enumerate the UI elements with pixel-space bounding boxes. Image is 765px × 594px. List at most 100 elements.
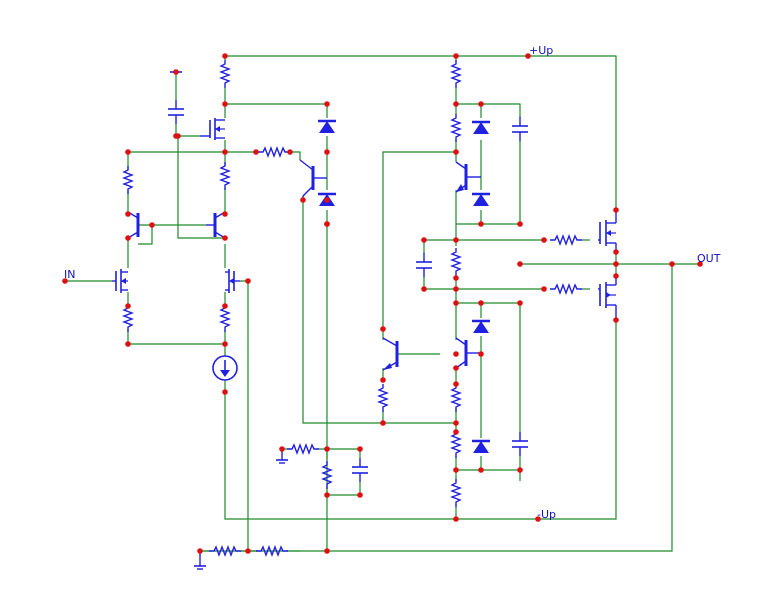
junction-node (535, 516, 541, 522)
resistor-r3 (220, 59, 230, 89)
capacitor-c4 (511, 431, 529, 457)
junction-node (525, 53, 531, 59)
junction-node (300, 197, 306, 203)
bjt-mirror-right (206, 211, 226, 239)
junction-node (125, 235, 131, 241)
junction-node (453, 53, 459, 59)
junction-node (453, 149, 459, 155)
bjt-driver-lower (455, 337, 481, 369)
resistor-r4 (220, 161, 230, 191)
junction-node (541, 286, 547, 292)
diode-d4 (470, 192, 492, 208)
resistor-r8 (451, 59, 461, 89)
label-out: OUT (697, 252, 721, 265)
junction-node (421, 286, 427, 292)
junction-node (453, 237, 459, 243)
diodes (316, 119, 492, 455)
junction-node (453, 516, 459, 522)
junction-node (324, 149, 330, 155)
junction-node (453, 381, 459, 387)
junction-node (324, 548, 330, 554)
junction-node (669, 261, 675, 267)
junction-node (245, 548, 251, 554)
junction-node (62, 278, 68, 284)
junction-node (478, 221, 484, 227)
junction-node (453, 365, 459, 371)
junction-node (245, 278, 251, 284)
junction-node (517, 300, 523, 306)
capacitor-c3 (415, 252, 433, 278)
resistor-r15 (549, 284, 583, 294)
junction-node (380, 420, 386, 426)
mosfet-input-left (112, 269, 128, 293)
junction-node (222, 101, 228, 107)
junction-node (222, 211, 228, 217)
label-vneg: -Up (537, 508, 556, 521)
junction-node (324, 197, 330, 203)
junction-node (222, 149, 228, 155)
junction-node (541, 237, 547, 243)
wiring (65, 55, 700, 552)
junction-node (125, 211, 131, 217)
junction-node (279, 446, 285, 452)
junction-node (125, 341, 131, 347)
junction-node (453, 300, 459, 306)
junction-node (613, 261, 619, 267)
junction-node (478, 101, 484, 107)
capacitor-c2 (511, 116, 529, 142)
resistor-r13 (451, 478, 461, 508)
junction-node (197, 548, 203, 554)
junction-node (613, 317, 619, 323)
junction-node (478, 351, 484, 357)
ground-icon-1 (275, 453, 289, 464)
resistor-r6 (257, 147, 291, 157)
resistor-r11 (451, 383, 461, 413)
resistor-r7 (378, 383, 388, 413)
junction-node (125, 303, 131, 309)
resistor-r1 (123, 165, 133, 195)
junction-node (324, 492, 330, 498)
capacitor-c5 (351, 457, 369, 483)
junction-node (324, 221, 330, 227)
junction-node (453, 286, 459, 292)
junction-node (697, 261, 703, 267)
junction-node (222, 303, 228, 309)
resistor-r16 (286, 444, 320, 454)
mosfet-output-lower (598, 276, 617, 320)
junction-node (324, 446, 330, 452)
junction-node (613, 249, 619, 255)
resistors (123, 59, 583, 556)
junction-node (613, 273, 619, 279)
junction-node (453, 420, 459, 426)
junction-node (517, 261, 523, 267)
junction-node (421, 237, 427, 243)
junction-node (453, 467, 459, 473)
junction-node (173, 69, 179, 75)
bjt-driver-upper (455, 161, 481, 193)
junction-node (222, 235, 228, 241)
ground-icon-2 (193, 559, 207, 570)
junction-node (380, 377, 386, 383)
junction-node (222, 389, 228, 395)
transistors (112, 118, 617, 371)
diode-d3 (470, 120, 492, 136)
junction-node (222, 341, 228, 347)
junction-node (357, 446, 363, 452)
junction-node (357, 492, 363, 498)
junction-node (324, 101, 330, 107)
junction-node (253, 149, 259, 155)
junction-node (453, 429, 459, 435)
junction-node (287, 149, 293, 155)
label-in: IN (64, 268, 75, 281)
junction-node (453, 351, 459, 357)
mosfet-cascode (200, 118, 225, 140)
junction-node (222, 53, 228, 59)
junction-node (125, 149, 131, 155)
junction-node (453, 101, 459, 107)
diode-d5 (470, 319, 492, 335)
diode-d6 (470, 439, 492, 455)
capacitors (167, 99, 529, 483)
resistor-r14 (549, 235, 583, 245)
mosfet-input-right (225, 269, 240, 293)
